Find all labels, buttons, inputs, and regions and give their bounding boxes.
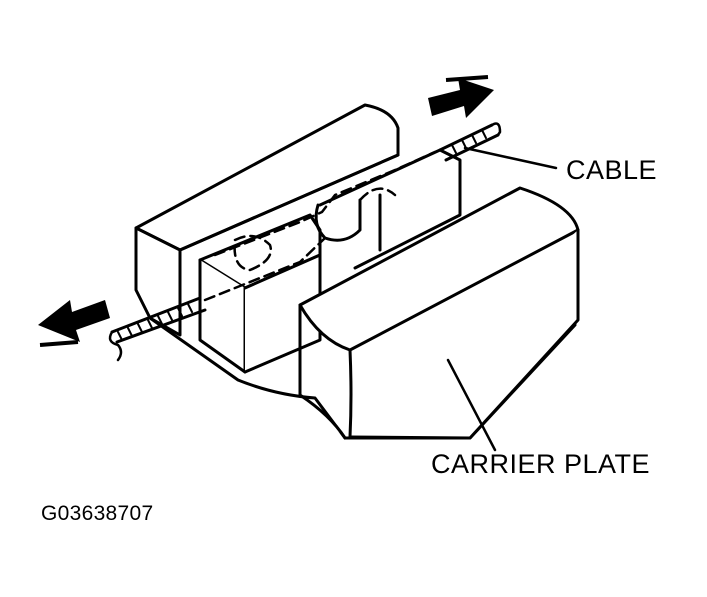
- cable: [108, 122, 502, 362]
- carrier-plate-label: CARRIER PLATE: [431, 449, 651, 479]
- cable-label: CABLE: [566, 155, 658, 185]
- hidden-clip-outline: [203, 150, 437, 302]
- carrier-plate-leader-line: [446, 358, 497, 452]
- figure-code: G03638707: [41, 502, 154, 525]
- arrow-right-icon: [428, 75, 494, 118]
- arrow-left-icon: [38, 300, 110, 347]
- carrier-plate-block: [298, 186, 580, 440]
- cable-leader-line: [463, 146, 558, 170]
- cable-hook: [314, 198, 362, 242]
- back-block: [134, 103, 400, 337]
